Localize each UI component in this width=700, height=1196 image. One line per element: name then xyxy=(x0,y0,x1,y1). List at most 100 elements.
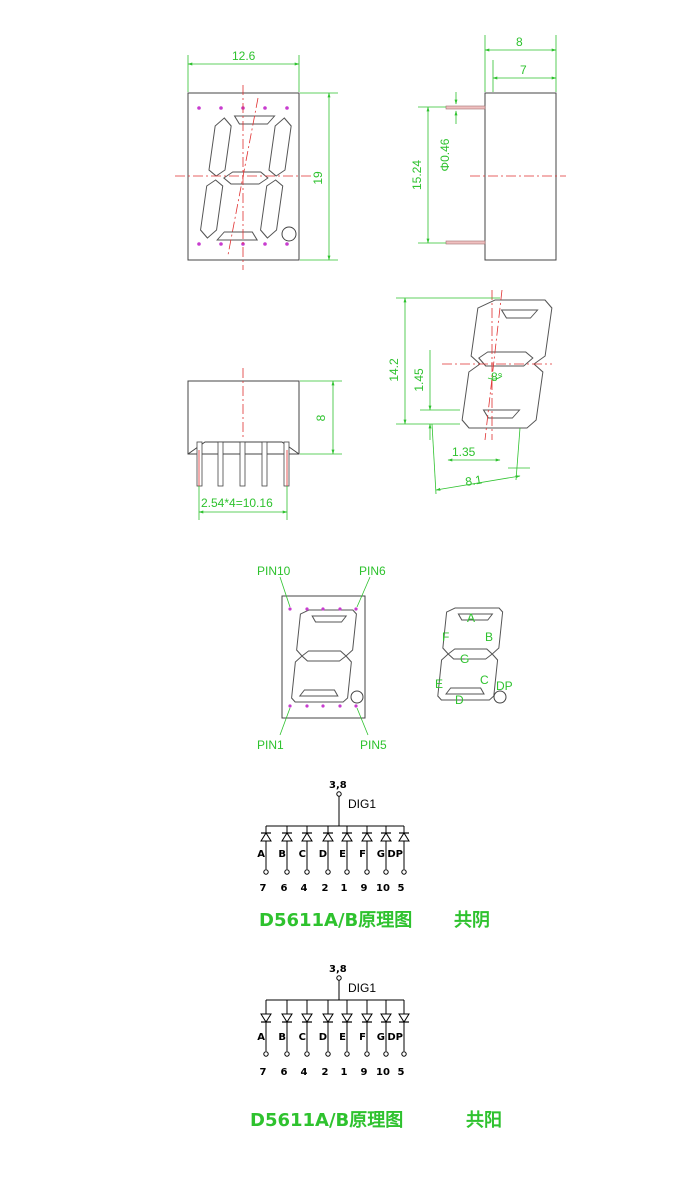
segment-terminal xyxy=(364,869,370,875)
digit-height-label: 14.2 xyxy=(387,358,401,382)
front-width-label: 12.6 xyxy=(232,49,256,63)
segment-terminal xyxy=(383,1051,389,1057)
side-pin-dia-label: Φ0.46 xyxy=(438,138,452,171)
schematic1-com-pins: 3,8 xyxy=(329,780,347,791)
digit-angle-label: 8° xyxy=(491,370,503,384)
segment-pin-number: 1 xyxy=(341,883,348,894)
pin10-label: PIN10 xyxy=(257,564,291,578)
diode-icon xyxy=(301,1013,313,1023)
segment-terminal xyxy=(344,869,350,875)
diode-icon xyxy=(260,1013,272,1023)
seg-letter-a: A xyxy=(467,611,475,625)
segment-label-b: B xyxy=(278,849,286,860)
segment-terminal xyxy=(263,1051,269,1057)
front-view: 12.6 19 xyxy=(175,49,338,270)
diode-icon xyxy=(398,832,410,842)
pin1-label: PIN1 xyxy=(257,738,284,752)
seg-letter-c: C xyxy=(480,673,489,687)
front-digit xyxy=(200,115,292,241)
diode-icon xyxy=(361,1013,373,1023)
diode-icon xyxy=(380,1013,392,1023)
schematic2-type: 共阳 xyxy=(466,1110,502,1131)
segment-pin-number: 7 xyxy=(260,1067,267,1078)
segment-label-e: E xyxy=(339,849,346,860)
segment-terminal xyxy=(344,1051,350,1057)
side-view: 8 7 Φ0.46 15.24 xyxy=(410,35,566,261)
segment-terminal xyxy=(364,1051,370,1057)
bottom-pitch-label: 2.54*4=10.16 xyxy=(201,496,273,510)
segment-pin-number: 5 xyxy=(398,883,405,894)
segment-label-g: G xyxy=(377,849,385,860)
digit-seg-h-label: 1.45 xyxy=(412,368,426,392)
seg-letter-dp: DP xyxy=(496,679,513,693)
diode-icon xyxy=(380,832,392,842)
side-depth-label: 8 xyxy=(516,35,523,49)
seg-letter-g: G xyxy=(460,652,469,666)
segment-pin-number: 4 xyxy=(301,1067,308,1078)
seg-letter-d: D xyxy=(455,693,464,707)
schematic1-dig-label: DIG1 xyxy=(348,797,376,811)
segment-terminal xyxy=(325,869,331,875)
segment-terminal xyxy=(304,1051,310,1057)
schematic1-title: D5611A/B原理图 xyxy=(259,910,412,931)
diode-icon xyxy=(260,832,272,842)
segment-pin-number: 2 xyxy=(322,1067,329,1078)
segment-terminal xyxy=(304,869,310,875)
schematic1-type: 共阴 xyxy=(454,910,490,931)
segment-terminal xyxy=(263,869,269,875)
digit-detail-view: 14.2 1.45 8° 1.35 8.1 xyxy=(387,289,553,495)
segment-terminal xyxy=(284,869,290,875)
segment-pin-number: 9 xyxy=(361,1067,368,1078)
diode-icon xyxy=(322,832,334,842)
diode-icon xyxy=(301,832,313,842)
side-body-label: 7 xyxy=(520,63,527,77)
bottom-height-label: 8 xyxy=(314,414,328,421)
front-height-label: 19 xyxy=(311,171,325,185)
diode-icon xyxy=(281,1013,293,1023)
segment-label-dp: DP xyxy=(387,849,403,860)
seg-letter-e: E xyxy=(435,677,443,691)
diode-icon xyxy=(341,1013,353,1023)
schematic2-com-pins: 3,8 xyxy=(329,964,347,975)
segment-terminal xyxy=(401,1051,407,1057)
seg-letter-f: F xyxy=(442,630,449,644)
segment-pin-number: 10 xyxy=(376,883,390,894)
pin6-label: PIN6 xyxy=(359,564,386,578)
segment-pin-number: 4 xyxy=(301,883,308,894)
segment-pin-number: 5 xyxy=(398,1067,405,1078)
segment-map: A B C D E F G DP xyxy=(435,607,513,707)
diode-icon xyxy=(361,832,373,842)
segment-pin-number: 9 xyxy=(361,883,368,894)
digit-seg-w-label: 1.35 xyxy=(452,445,476,459)
segment-label-a: A xyxy=(257,1032,265,1043)
segment-terminal xyxy=(325,1051,331,1057)
segment-pin-number: 2 xyxy=(322,883,329,894)
seg-letter-b: B xyxy=(485,630,493,644)
segment-terminal xyxy=(401,869,407,875)
segment-label-dp: DP xyxy=(387,1032,403,1043)
diode-icon xyxy=(341,832,353,842)
segment-label-d: D xyxy=(319,849,327,860)
pin5-label: PIN5 xyxy=(360,738,387,752)
diode-icon xyxy=(281,832,293,842)
segment-pin-number: 6 xyxy=(281,883,288,894)
diode-icon xyxy=(322,1013,334,1023)
segment-terminal xyxy=(284,1051,290,1057)
digit-width-label: 8.1 xyxy=(464,472,483,488)
segment-label-g: G xyxy=(377,1032,385,1043)
side-pin-span-label: 15.24 xyxy=(410,160,424,190)
schematic-common-cathode: 3,8 DIG1 D5611A/B原理图 共阴 A 7 B 6 C 4 D 2 E 1 F 9 G 10 D… xyxy=(257,780,490,931)
segment-label-a: A xyxy=(257,849,265,860)
pinout-view: PIN10 PIN6 PIN1 PIN5 xyxy=(257,564,387,752)
segment-label-c: C xyxy=(299,849,306,860)
com-terminal xyxy=(336,791,342,797)
segment-terminal xyxy=(383,869,389,875)
segment-label-f: F xyxy=(359,849,366,860)
segment-pin-number: 7 xyxy=(260,883,267,894)
segment-label-e: E xyxy=(339,1032,346,1043)
bottom-view: 8 2.54*4=10.16 xyxy=(187,368,342,520)
segment-pin-number: 10 xyxy=(376,1067,390,1078)
segment-label-c: C xyxy=(299,1032,306,1043)
com-terminal xyxy=(336,975,342,981)
